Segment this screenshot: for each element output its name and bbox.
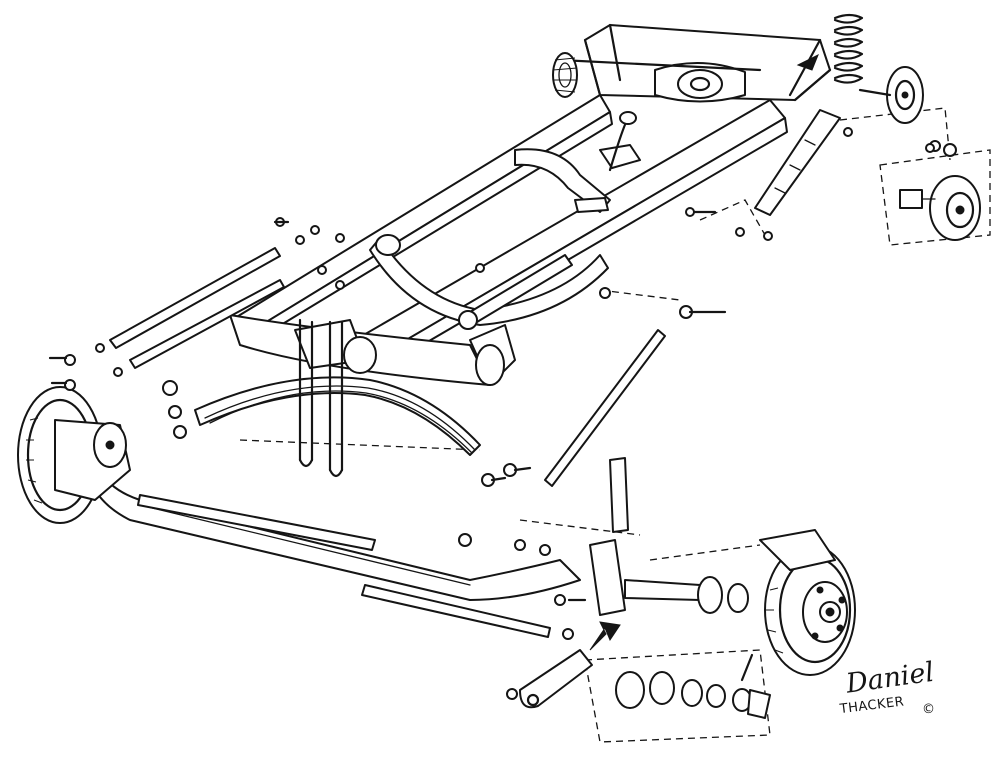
transverse-leaf-spring (194, 318, 481, 478)
copyright-mark: © (922, 702, 935, 717)
radius-rods (109, 247, 666, 638)
direction-arrows (589, 53, 819, 651)
hub-bearing-parts (615, 653, 771, 719)
rear-ladder-bar (754, 109, 841, 216)
brake-drum-exploded (899, 140, 981, 241)
steering-arm (519, 649, 593, 709)
center-crossmember (369, 111, 641, 326)
rear-drum-left (552, 52, 578, 98)
left-disc-brake (17, 386, 131, 524)
rear-kickup-crossmember (558, 23, 832, 103)
shock-absorber (458, 254, 573, 330)
hardware-fasteners (48, 127, 935, 700)
coil-spring (833, 13, 864, 84)
right-disc-brake (759, 529, 856, 676)
spindle-assembly (589, 457, 749, 616)
rear-drum-right (858, 66, 924, 124)
front-axle-beam (89, 469, 581, 601)
